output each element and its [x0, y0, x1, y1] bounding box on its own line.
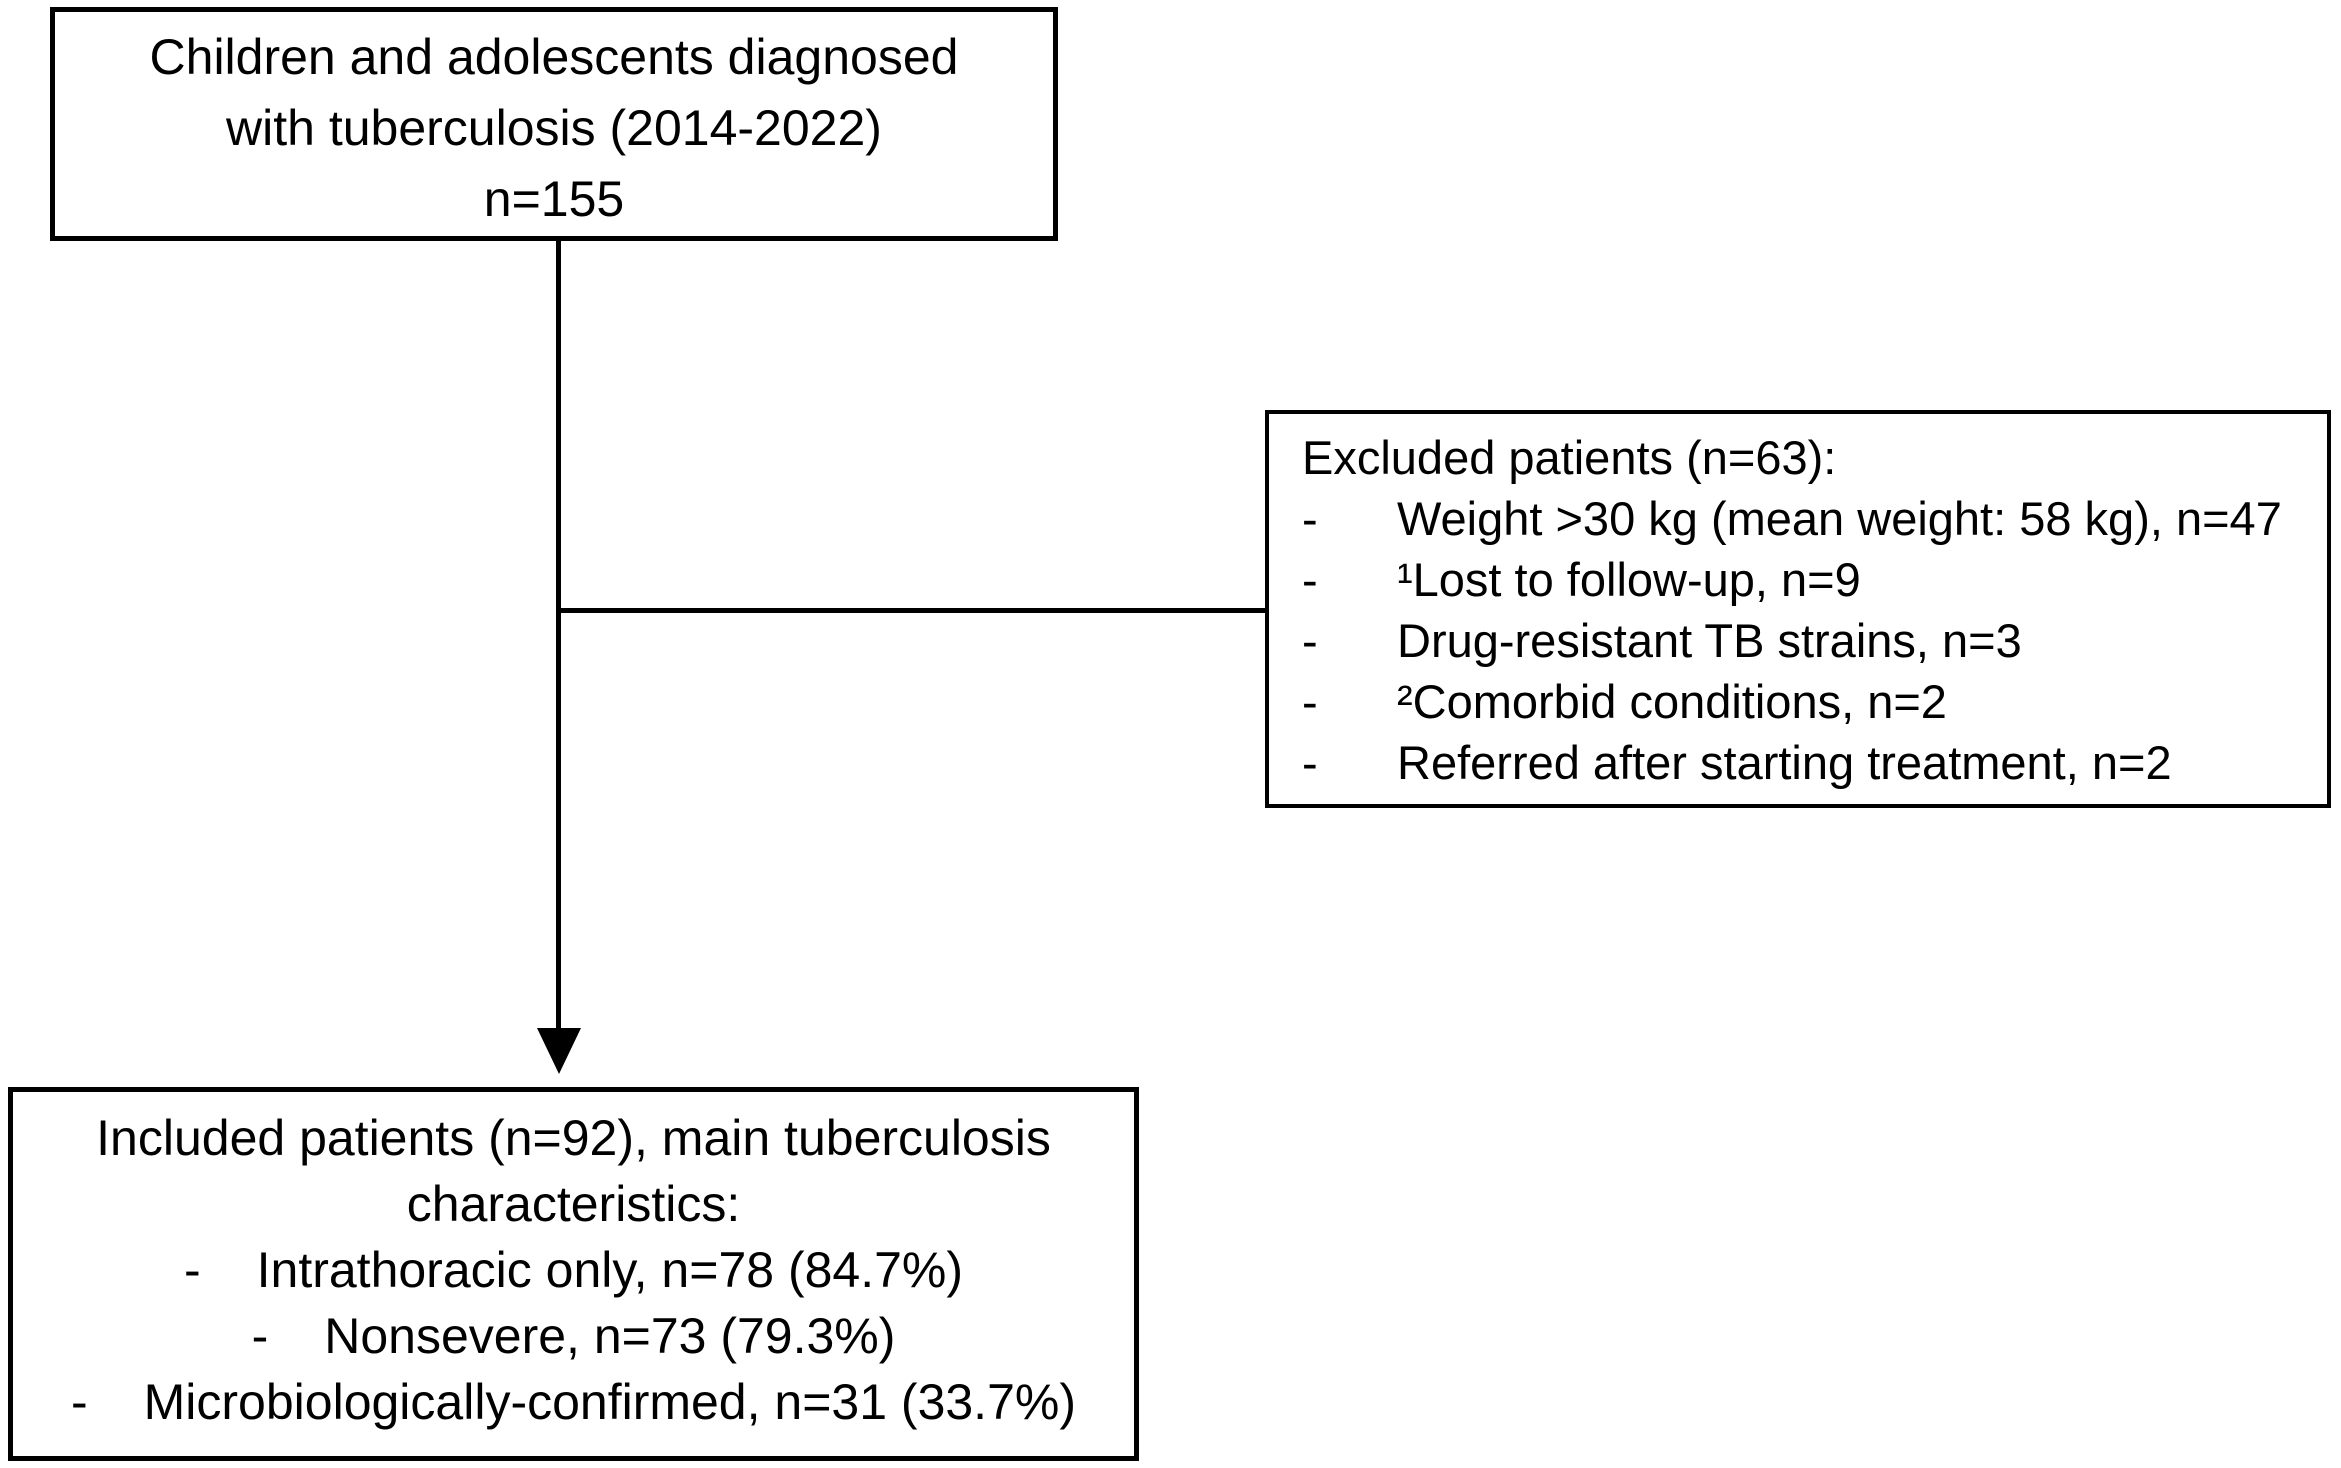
included-item-micro-confirmed: - Microbiologically-confirmed, n=31 (33.… [13, 1369, 1134, 1435]
excluded-item-comorbid: - ²Comorbid conditions, n=2 [1302, 671, 2313, 732]
source-population-line-2: with tuberculosis (2014-2022) [226, 100, 882, 156]
included-patients-box: Included patients (n=92), main tuberculo… [8, 1087, 1139, 1461]
bullet-marker: - [1302, 675, 1318, 728]
bullet-marker: - [251, 1308, 269, 1364]
excluded-item-text: Weight >30 kg (mean weight: 58 kg), n=47 [1397, 492, 2282, 545]
bullet-marker: - [183, 1242, 201, 1298]
excluded-item-lost-followup: - ¹Lost to follow-up, n=9 [1302, 549, 2313, 610]
included-item-text: Microbiologically-confirmed, n=31 (33.7%… [143, 1374, 1076, 1430]
included-item-intrathoracic: - Intrathoracic only, n=78 (84.7%) [13, 1237, 1134, 1303]
excluded-item-text: Drug-resistant TB strains, n=3 [1397, 614, 2022, 667]
excluded-box-title: Excluded patients (n=63): [1302, 431, 1837, 484]
excluded-item-referred: - Referred after starting treatment, n=2 [1302, 732, 2313, 793]
excluded-patients-box: Excluded patients (n=63): - Weight >30 k… [1265, 410, 2331, 808]
excluded-item-text: ²Comorbid conditions, n=2 [1397, 675, 1947, 728]
included-box-title-line-1: Included patients (n=92), main tuberculo… [96, 1110, 1051, 1166]
source-population-box: Children and adolescents diagnosed with … [50, 7, 1058, 241]
included-item-text: Nonsevere, n=73 (79.3%) [324, 1308, 896, 1364]
source-population-line-1: Children and adolescents diagnosed [149, 29, 959, 85]
arrowhead-down-icon [537, 1028, 581, 1074]
bullet-marker: - [1302, 553, 1318, 606]
source-population-count: n=155 [483, 171, 625, 227]
flow-connector-vertical [556, 240, 561, 1032]
included-box-title-line-2: characteristics: [406, 1176, 741, 1232]
excluded-item-text: Referred after starting treatment, n=2 [1397, 736, 2172, 789]
flow-connector-horizontal [558, 608, 1265, 613]
bullet-marker: - [70, 1374, 88, 1430]
included-item-nonsevere: - Nonsevere, n=73 (79.3%) [13, 1303, 1134, 1369]
bullet-marker: - [1302, 614, 1318, 667]
excluded-item-text: ¹Lost to follow-up, n=9 [1397, 553, 1861, 606]
included-item-text: Intrathoracic only, n=78 (84.7%) [256, 1242, 964, 1298]
excluded-item-drug-resistant: - Drug-resistant TB strains, n=3 [1302, 610, 2313, 671]
excluded-item-weight: - Weight >30 kg (mean weight: 58 kg), n=… [1302, 488, 2313, 549]
bullet-marker: - [1302, 736, 1318, 789]
bullet-marker: - [1302, 492, 1318, 545]
